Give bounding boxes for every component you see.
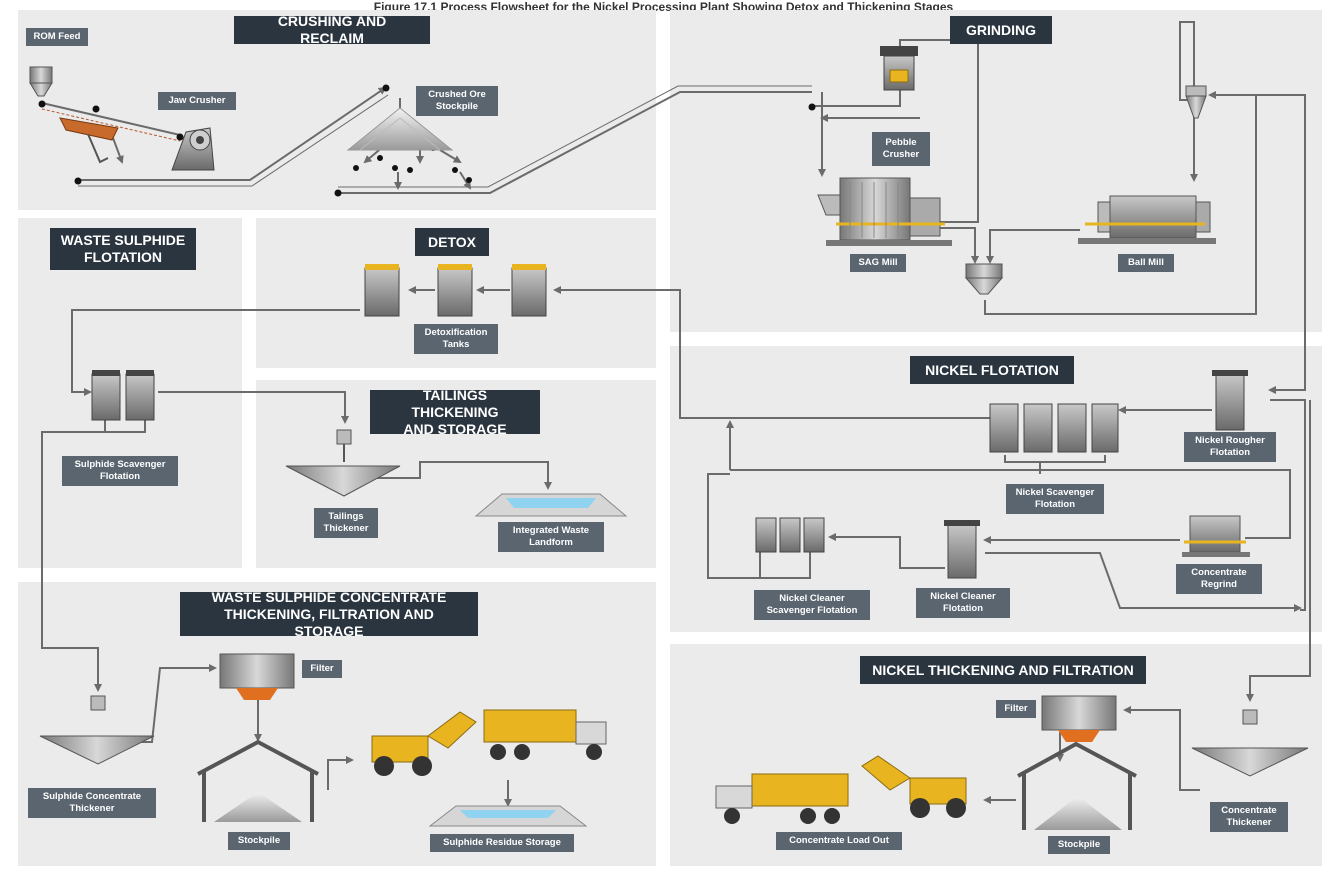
label-filter-nickel: Filter (996, 700, 1036, 718)
vibrating-feeder-icon (59, 117, 119, 164)
label-jaw-crusher: Jaw Crusher (158, 92, 236, 110)
label-concentrate-loadout: Concentrate Load Out (776, 832, 902, 850)
section-header-waste-conc: WASTE SULPHIDE CONCENTRATE THICKENING, F… (180, 589, 478, 639)
conveyor-to-stockpile (78, 86, 387, 181)
label-detox-tanks: Detoxification Tanks (414, 324, 498, 354)
label-nickel-cleaner: Nickel Cleaner Flotation (916, 588, 1010, 618)
cyclone-icon (1185, 85, 1207, 119)
flotation-cell-icon (989, 403, 1119, 453)
conveyor-feed (41, 102, 181, 136)
equipment (29, 46, 1309, 830)
section-header-nickel-flotation: NICKEL FLOTATION (910, 356, 1074, 384)
section-header-grinding: GRINDING (950, 16, 1052, 44)
section-header-waste-flotation: WASTE SULPHIDE FLOTATION (50, 228, 196, 270)
flow-lines (41, 21, 1311, 807)
label-concentrate-regrind: Concentrate Regrind (1176, 564, 1262, 594)
section-header-tailings: TAILINGS THICKENING AND STORAGE (370, 387, 540, 437)
label-crushed-ore: Crushed Ore Stockpile (416, 86, 498, 116)
pebble-crusher-icon (880, 46, 918, 91)
sag-mill-icon (817, 177, 952, 246)
label-tailings-thickener: Tailings Thickener (314, 508, 378, 538)
conveyor-pulleys (38, 84, 816, 197)
haul-truck-icon (715, 773, 849, 824)
storage-shed-icon (197, 739, 319, 822)
flotation-cell-icon (944, 520, 980, 579)
wheel-loader-icon (861, 755, 967, 818)
jaw-crusher-icon (171, 127, 215, 171)
filter-press-icon (219, 653, 295, 700)
landform-pond-icon (474, 493, 628, 517)
label-nickel-scavenger: Nickel Scavenger Flotation (1006, 484, 1104, 514)
label-sulphide-scavenger: Sulphide Scavenger Flotation (62, 456, 178, 486)
label-concentrate-thickener: Concentrate Thickener (1210, 802, 1288, 832)
conveyor-reclaim (338, 91, 812, 194)
ball-mill-icon (1078, 195, 1216, 244)
label-pebble-crusher: Pebble Crusher (872, 132, 930, 166)
section-header-nickel-thickening: NICKEL THICKENING AND FILTRATION (860, 656, 1146, 684)
label-sag-mill: SAG Mill (850, 254, 906, 272)
rom-hopper-icon (29, 66, 53, 97)
label-filter-waste: Filter (302, 660, 342, 678)
detox-tank-icon (364, 264, 547, 317)
flotation-cell-icon (91, 370, 155, 421)
section-header-detox: DETOX (415, 228, 489, 256)
flotation-cell-icon (755, 517, 825, 553)
section-panels (18, 10, 1322, 866)
label-stockpile-nickel: Stockpile (1048, 836, 1110, 854)
label-sulphide-residue: Sulphide Residue Storage (430, 834, 574, 852)
label-iwl: Integrated Waste Landform (498, 522, 604, 552)
label-ball-mill: Ball Mill (1118, 254, 1174, 272)
thickener-icon (39, 695, 155, 765)
flotation-cell-icon (1212, 370, 1248, 431)
label-stockpile-waste: Stockpile (228, 832, 290, 850)
label-nickel-cleaner-scav: Nickel Cleaner Scavenger Flotation (754, 590, 870, 620)
storage-shed-icon (1017, 741, 1137, 830)
sump-icon (964, 263, 1004, 295)
label-rom-feed: ROM Feed (26, 28, 88, 46)
stockpile-icon (346, 107, 454, 151)
regrind-mill-icon (1182, 515, 1250, 557)
thickener-icon (285, 429, 401, 497)
landform-pond-icon (428, 805, 588, 827)
filter-press-icon (1041, 695, 1117, 742)
label-sulphide-conc-thickener: Sulphide Concentrate Thickener (28, 788, 156, 818)
label-nickel-rougher: Nickel Rougher Flotation (1184, 432, 1276, 462)
section-header-crushing: CRUSHING AND RECLAIM (234, 13, 430, 46)
thickener-icon (1191, 709, 1309, 777)
wheel-loader-icon (371, 711, 477, 776)
haul-truck-icon (483, 709, 607, 760)
